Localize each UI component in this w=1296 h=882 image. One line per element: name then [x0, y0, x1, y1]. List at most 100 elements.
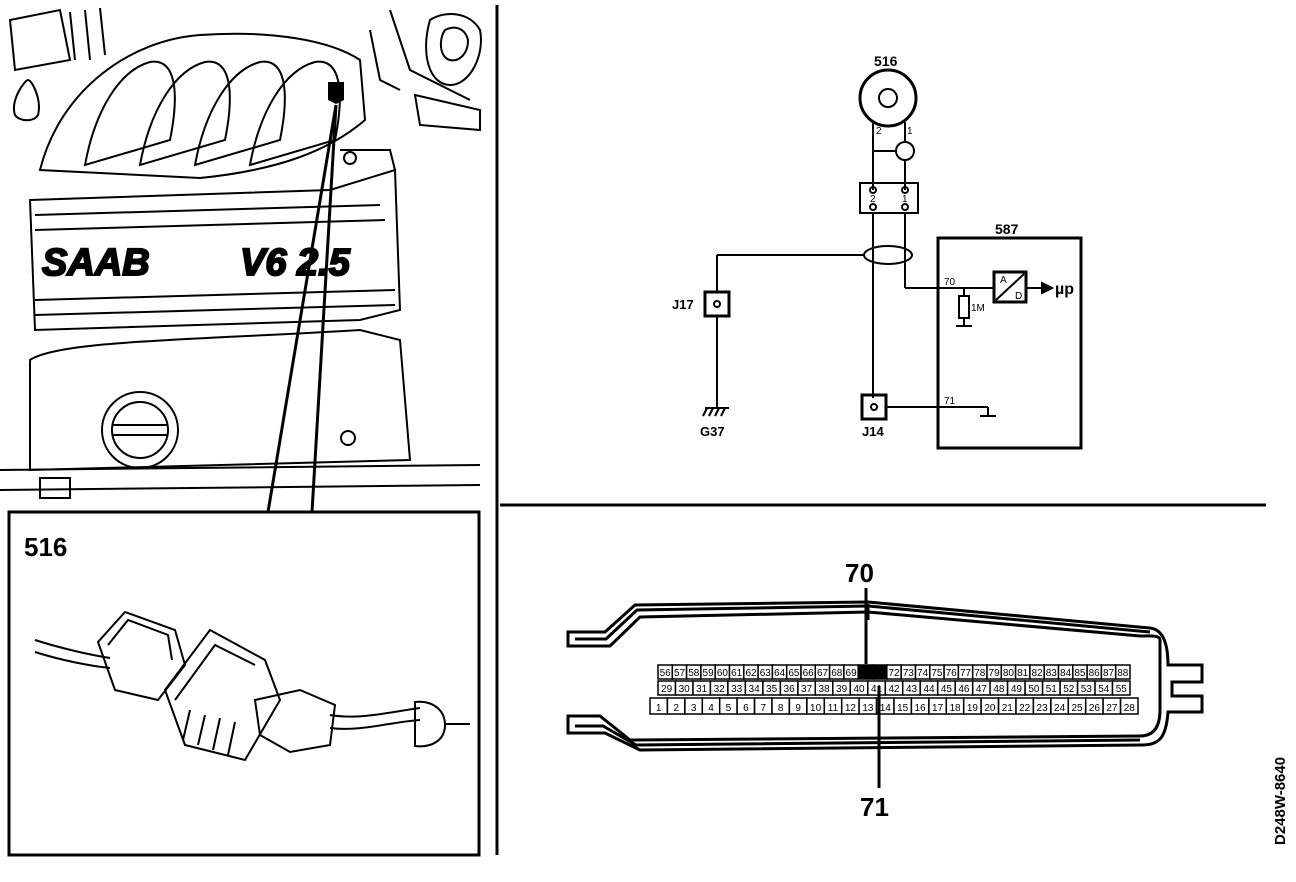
- ecu-pin-number: 61: [731, 668, 743, 679]
- module-pin-70: 70: [944, 277, 956, 288]
- ecu-pin-number: 75: [931, 668, 943, 679]
- ecu-pin-number: 39: [836, 684, 848, 695]
- ecu-pin-cell: [1111, 680, 1131, 696]
- ecu-pin-number: 38: [819, 684, 831, 695]
- adc-label-d: D: [1015, 291, 1022, 302]
- resistor-label: 1M: [971, 303, 985, 314]
- ecu-pin-number: 5: [726, 703, 732, 714]
- ecu-pin-number: 59: [703, 668, 715, 679]
- ecu-pin-number: 86: [1089, 668, 1101, 679]
- engine-illustration: [0, 7, 482, 499]
- figure-id: D248W-8640: [1272, 757, 1289, 845]
- callout-lines: [266, 104, 338, 513]
- connector-pin-1: 1: [902, 194, 908, 205]
- ecu-pin-number: 49: [1011, 684, 1023, 695]
- ecu-pin-number: 57: [674, 668, 686, 679]
- ecu-pin-number: 56: [660, 668, 672, 679]
- engine-logo-brand: SAAB: [42, 242, 150, 284]
- ecu-pin-number: 29: [661, 684, 673, 695]
- ecu-pin-number: 35: [766, 684, 778, 695]
- ecu-pin-number: 71: [874, 668, 886, 679]
- ecu-pin-number: 34: [749, 684, 761, 695]
- ecu-pin-number: 73: [903, 668, 915, 679]
- ecu-pin-number: 4: [708, 703, 714, 714]
- sensor-516-label: 516: [874, 53, 898, 69]
- ecu-pin-number: 14: [880, 703, 892, 714]
- ecu-pin-number: 45: [941, 684, 953, 695]
- ecu-pin-number: 79: [989, 668, 1001, 679]
- ecu-pin-number: 51: [1046, 684, 1058, 695]
- adc-label-a: A: [1000, 275, 1007, 286]
- ecu-pin-number: 2: [673, 703, 679, 714]
- ecu-pin-number: 12: [845, 703, 857, 714]
- ecu-pin-number: 24: [1054, 703, 1066, 714]
- ecu-pin-number: 48: [993, 684, 1005, 695]
- ecu-pin-number: 78: [974, 668, 986, 679]
- sensor-detail-inset: [7, 510, 481, 857]
- ecu-pin-number: 64: [774, 668, 786, 679]
- ecu-pin-number: 82: [1031, 668, 1043, 679]
- pin-callout-lines: [864, 588, 881, 788]
- sensor-detail-label: 516: [24, 532, 67, 562]
- ecu-pin-number: 26: [1089, 703, 1101, 714]
- pin-70-callout: 70: [845, 558, 874, 588]
- ecu-pin-number: 42: [888, 684, 900, 695]
- ecu-pin-number: 52: [1063, 684, 1075, 695]
- ecu-pin-number: 20: [984, 703, 996, 714]
- ecu-pin-number: 50: [1028, 684, 1040, 695]
- wiring-diagram: [702, 68, 1083, 450]
- ecu-pin-number: 3: [691, 703, 697, 714]
- ecu-pin-number: 23: [1037, 703, 1049, 714]
- ecu-pin-number: 1: [656, 703, 662, 714]
- connector-pin-2: 2: [870, 194, 876, 205]
- sensor-pin-1: 1: [907, 126, 913, 137]
- ecu-pin-number: 60: [717, 668, 729, 679]
- ecu-pin-number: 80: [1003, 668, 1015, 679]
- ecu-pin-number: 37: [801, 684, 813, 695]
- ecu-pin-number: 67: [817, 668, 829, 679]
- engine-logo-model: V6 2.5: [240, 242, 351, 284]
- ecu-pin-number: 81: [1017, 668, 1029, 679]
- ecu-pin-number: 69: [846, 668, 858, 679]
- ecu-pin-number: 54: [1098, 684, 1110, 695]
- ecu-pin-number: 22: [1019, 703, 1031, 714]
- ecu-pin-cell: [1114, 664, 1131, 680]
- ecu-pin-number: 30: [679, 684, 691, 695]
- module-587-label: 587: [995, 221, 1019, 237]
- ecu-pin-number: 58: [688, 668, 700, 679]
- ecu-pin-number: 68: [831, 668, 843, 679]
- ecu-pin-number: 25: [1071, 703, 1083, 714]
- ecu-pin-number: 76: [946, 668, 958, 679]
- ecu-pin-number: 19: [967, 703, 979, 714]
- sensor-connector-drawing: [34, 610, 470, 762]
- microprocessor-label: µp: [1055, 281, 1074, 298]
- ground-g37-label: G37: [700, 424, 725, 439]
- pin-71-callout: 71: [860, 792, 889, 822]
- ecu-pin-number: 28: [1124, 703, 1136, 714]
- junction-j17-label: J17: [672, 297, 694, 312]
- ecu-pin-number: 15: [897, 703, 909, 714]
- module-pin-71: 71: [944, 396, 956, 407]
- ecu-pin-number: 21: [1002, 703, 1014, 714]
- ecu-pin-number: 77: [960, 668, 972, 679]
- ecu-pin-number: 18: [949, 703, 961, 714]
- ecu-pin-number: 13: [862, 703, 874, 714]
- ecu-pin-number: 88: [1117, 668, 1129, 679]
- ecu-pin-number: 9: [795, 703, 801, 714]
- ecu-pin-number: 40: [853, 684, 865, 695]
- ecu-pin-number: 85: [1074, 668, 1086, 679]
- ecu-pin-number: 46: [958, 684, 970, 695]
- ecu-pin-number: 33: [731, 684, 743, 695]
- ecu-pin-number: 31: [696, 684, 708, 695]
- ecu-pin-number: 32: [714, 684, 726, 695]
- ecu-pin-number: 55: [1116, 684, 1128, 695]
- ecu-pin-number: 27: [1106, 703, 1118, 714]
- sensor-pin-2: 2: [876, 126, 882, 137]
- ecu-pin-number: 47: [976, 684, 988, 695]
- ecu-pin-number: 66: [803, 668, 815, 679]
- ecu-pin-number: 17: [932, 703, 944, 714]
- ecu-pin-number: 10: [810, 703, 822, 714]
- sensor-location-marker: [328, 82, 344, 104]
- ecu-pin-number: 8: [778, 703, 784, 714]
- ecu-pin-number: 74: [917, 668, 929, 679]
